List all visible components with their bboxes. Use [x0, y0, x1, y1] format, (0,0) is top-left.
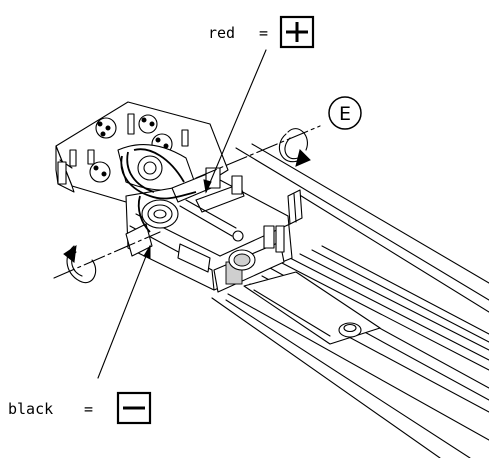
plus-symbol — [279, 15, 315, 49]
rotation-arrow-icon — [63, 244, 97, 284]
track-rail — [211, 143, 489, 458]
red-label: red — [208, 24, 235, 42]
earth-callout: E — [328, 96, 362, 130]
minus-symbol — [116, 391, 152, 425]
black-label: black — [8, 400, 53, 418]
red-positive-callout: red = — [208, 15, 315, 49]
wires — [120, 148, 197, 233]
contact-module — [125, 167, 293, 293]
rotation-arrow-icon — [278, 128, 311, 167]
earth-label: E — [339, 103, 351, 125]
earth-circle-icon — [328, 96, 362, 130]
equals-sign: = — [84, 400, 93, 418]
rotation-axes — [53, 125, 321, 279]
leader-lines — [97, 49, 267, 379]
equals-sign: = — [259, 24, 268, 42]
black-negative-callout: black = — [8, 391, 152, 425]
